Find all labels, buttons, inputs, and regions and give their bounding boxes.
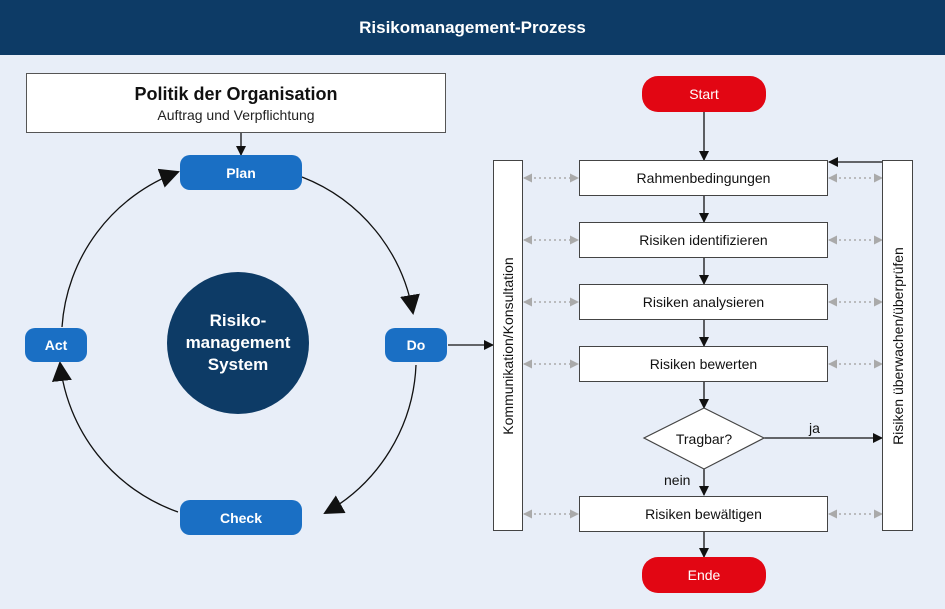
arc-plan-to-do [301,176,420,315]
end-label: Ende [687,567,721,583]
center-line-3: System [207,355,269,374]
communication-label: Kommunikation/Konsultation [500,256,516,435]
no-label: nein [664,472,691,488]
do-label: Do [406,337,426,353]
page-header: Risikomanagement-Prozess [0,0,945,55]
end-terminal: Ende [642,557,766,593]
decision-diamond [642,407,766,470]
center-line-1: Risiko- [209,311,267,330]
yes-label: ja [809,420,820,436]
center-line-2: management [185,333,291,352]
step-label: Rahmenbedingungen [636,170,771,186]
check-label: Check [219,509,263,526]
start-terminal: Start [642,76,766,112]
act-label: Act [44,337,68,353]
check-node: Check [180,500,302,535]
arc-do-to-check [323,364,417,514]
arc-act-to-plan [61,168,180,328]
step-analyze: Risiken analysieren [579,284,828,320]
communication-bar: Kommunikation/Konsultation [493,160,523,531]
decision-label: Tragbar? [675,431,733,447]
policy-subtitle: Auftrag und Verpflichtung [157,107,315,123]
step-label: Risiken identifizieren [639,232,768,248]
arc-check-to-act [51,361,179,513]
dotted-arrows-left [523,173,579,519]
step-label: Risiken analysieren [642,294,765,310]
step-evaluate: Risiken bewerten [579,346,828,382]
start-label: Start [689,86,719,102]
monitoring-label: Risiken überwachen/überprüfen [889,246,906,445]
step-treat: Risiken bewältigen [579,496,828,532]
step-framework: Rahmenbedingungen [579,160,828,196]
do-node: Do [385,328,447,362]
monitoring-bar: Risiken überwachen/überprüfen [882,160,913,531]
policy-title: Politik der Organisation [134,84,338,104]
step-label: Risiken bewältigen [645,506,762,522]
plan-label: Plan [226,164,256,181]
act-node: Act [25,328,87,362]
step-identify: Risiken identifizieren [579,222,828,258]
risk-management-system-circle: Risiko- management System [167,272,309,414]
step-label: Risiken bewerten [649,356,758,372]
page-title: Risikomanagement-Prozess [359,17,586,37]
plan-node: Plan [180,155,302,190]
dotted-arrows-right [828,173,883,519]
policy-box: Politik der Organisation Auftrag und Ver… [26,73,446,133]
pdca-cycle-arrows [51,168,420,514]
